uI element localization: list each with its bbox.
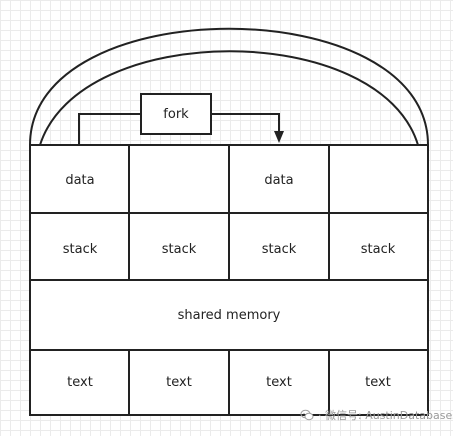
- outer-arch: [29, 27, 429, 146]
- data-cell: data: [264, 173, 293, 188]
- stack-cell: stack: [63, 242, 98, 257]
- text-cell: text: [166, 375, 192, 390]
- arrow-head-icon: [274, 131, 284, 143]
- inner-arch: [39, 50, 419, 146]
- watermark: · 微信号: AustinDatabases: [300, 406, 453, 424]
- stack-cell: stack: [361, 242, 396, 257]
- fork-connector-right: [211, 113, 280, 132]
- fork-box: [140, 93, 212, 135]
- fork-connector-left: [78, 113, 141, 145]
- stack-cell: stack: [262, 242, 297, 257]
- text-cell: text: [266, 375, 292, 390]
- text-cell: text: [365, 375, 391, 390]
- wechat-icon: [300, 409, 314, 421]
- text-cell: text: [67, 375, 93, 390]
- data-cell: data: [65, 173, 94, 188]
- fork-label: fork: [163, 107, 189, 122]
- stack-cell: stack: [162, 242, 197, 257]
- watermark-text: · 微信号: AustinDatabases: [318, 409, 453, 422]
- shared-memory-cell: shared memory: [178, 308, 281, 323]
